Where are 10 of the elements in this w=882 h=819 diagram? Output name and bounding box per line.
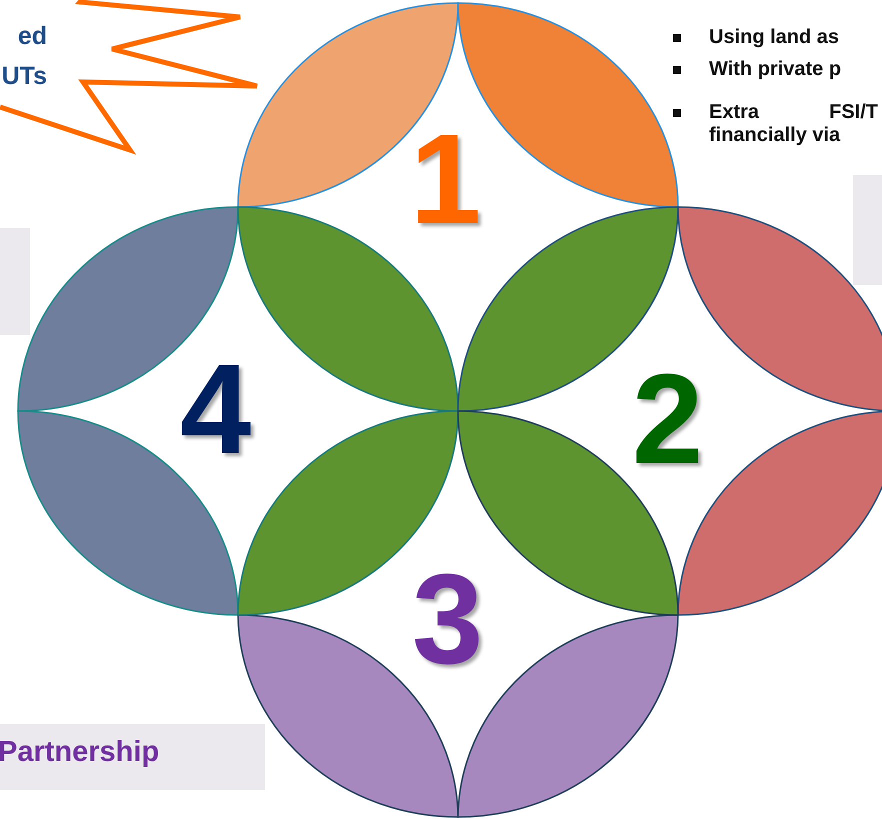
bullet-text: Using land as (709, 26, 840, 49)
bullet-text: With private p (709, 58, 842, 81)
callout-text: ed UTs (0, 21, 47, 92)
section-number: 2 (632, 355, 704, 485)
section-number: 1 (410, 115, 482, 245)
heading-panel: Partnership (0, 724, 265, 790)
section-number: 3 (412, 555, 484, 685)
panel-box (853, 175, 882, 285)
section-number: 4 (180, 345, 252, 475)
bullet-text: Extra FSI/T financially via (709, 101, 878, 147)
